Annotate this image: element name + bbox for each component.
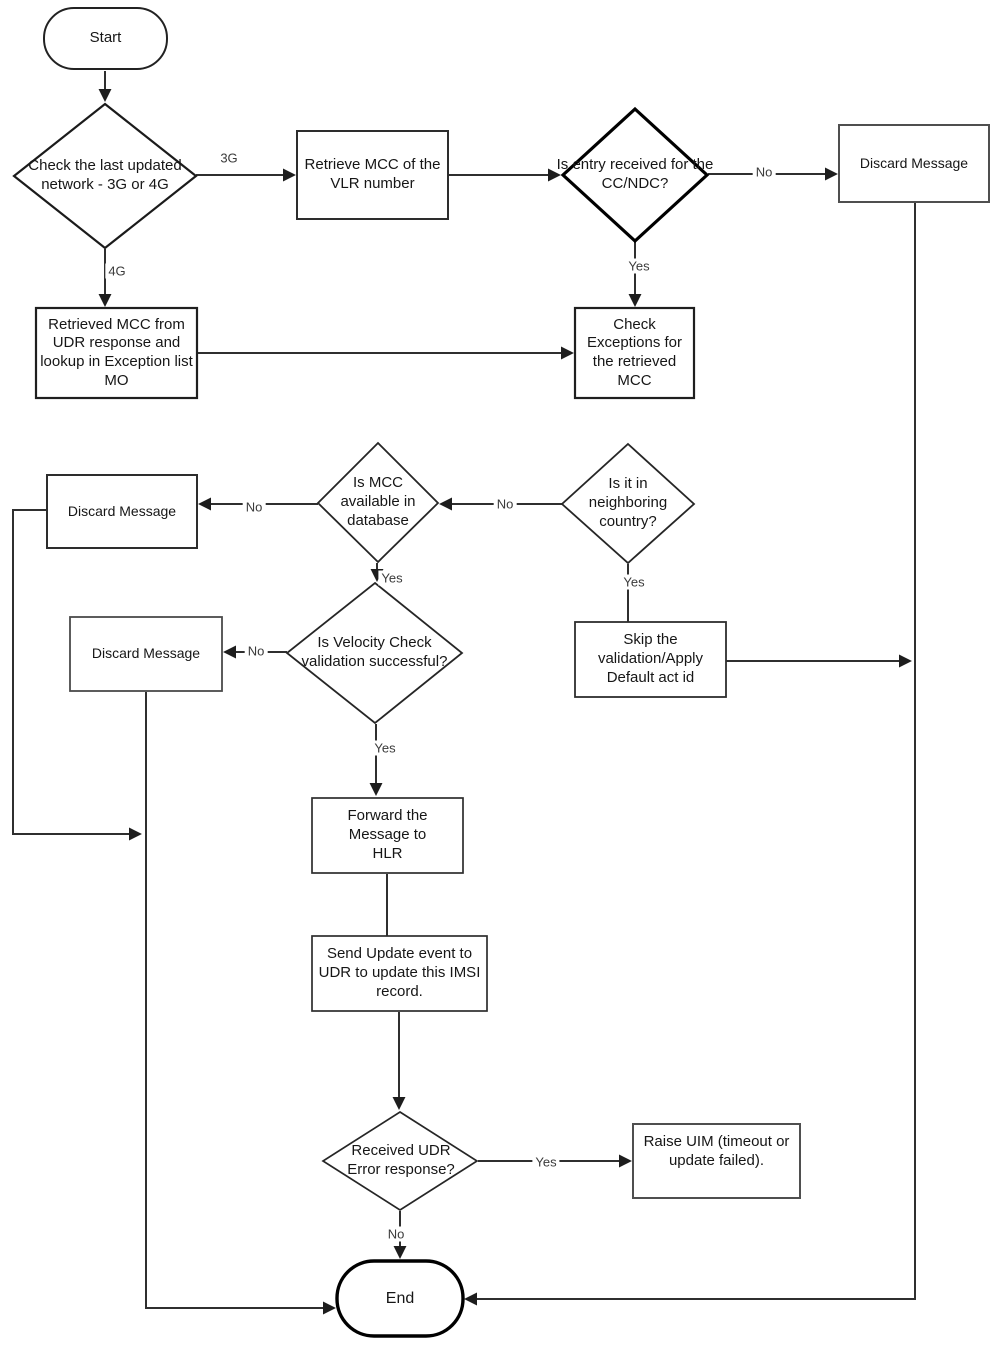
retrieved-mcc-udr-rect-shape bbox=[34, 306, 199, 400]
discard-message-1-rect-shape bbox=[838, 124, 990, 203]
discard-message-3-rect-shape bbox=[69, 616, 223, 692]
edge-discard1-to-end bbox=[464, 203, 916, 1306]
edge-label-udr-error-yes: Yes bbox=[532, 1154, 560, 1170]
forward-hlr-rect-shape bbox=[311, 797, 464, 874]
node-start: Start bbox=[89, 29, 122, 47]
entry-received-diamond-shape bbox=[560, 106, 710, 244]
node-udr-error: Received UDR Error response? bbox=[347, 1142, 455, 1178]
end-terminator-shape bbox=[335, 1259, 465, 1338]
node-retrieve-mcc: Retrieve MCC of the VLR number bbox=[304, 156, 441, 192]
edge-label-velocity-no: No bbox=[244, 643, 268, 659]
edge-label-neighboring-no: No bbox=[493, 496, 517, 512]
edge-label-4g: 4G bbox=[105, 263, 129, 279]
node-neighboring-country: Is it in neighboring country? bbox=[588, 475, 668, 530]
mcc-available-diamond-shape bbox=[316, 441, 440, 564]
edge-label-mcc-available-no: No bbox=[242, 499, 266, 515]
discard-message-2-rect-shape bbox=[46, 474, 198, 549]
edge-label-3g: 3G bbox=[217, 150, 241, 166]
edge-label-entry-received-yes: Yes bbox=[625, 258, 653, 274]
node-raise-uim: Raise UIM (timeout or update failed). bbox=[643, 1133, 790, 1169]
retrieve-mcc-rect-shape bbox=[296, 130, 449, 220]
node-retrieved-mcc-udr: Retrieved MCC from UDR response and look… bbox=[40, 315, 193, 389]
neighboring-country-diamond-shape bbox=[560, 442, 696, 565]
check-exceptions-rect-shape bbox=[573, 306, 696, 400]
node-mcc-available: Is MCC available in database bbox=[340, 474, 416, 529]
node-velocity-check: Is Velocity Check validation successful? bbox=[301, 634, 448, 670]
edge-label-velocity-yes: Yes bbox=[371, 740, 399, 756]
edge-label-entry-received-no: No bbox=[752, 164, 776, 180]
node-send-update: Send Update event to UDR to update this … bbox=[318, 945, 481, 1000]
node-discard-message-2: Discard Message bbox=[67, 502, 177, 519]
raise-uim-rect-shape bbox=[632, 1123, 801, 1199]
start-terminator-shape bbox=[43, 7, 168, 70]
velocity-check-diamond-shape bbox=[285, 581, 464, 725]
edge-discard3-to-end bbox=[145, 692, 336, 1315]
node-end: End bbox=[385, 1289, 415, 1307]
node-check-exceptions: Check Exceptions for the retrieved MCC bbox=[586, 315, 683, 389]
send-update-rect-shape bbox=[311, 935, 488, 1012]
edge-label-udr-error-no: No bbox=[384, 1226, 408, 1242]
edge-discard2-to-left-rail bbox=[12, 509, 142, 841]
node-entry-received: Is entry received for the CC/NDC? bbox=[556, 155, 714, 192]
node-forward-hlr: Forward the Message to HLR bbox=[347, 807, 428, 862]
node-discard-message-3: Discard Message bbox=[91, 645, 201, 662]
check-network-diamond-shape bbox=[12, 102, 198, 250]
node-check-network: Check the last updated network - 3G or 4… bbox=[28, 157, 182, 193]
node-skip-validation: Skip the validation/Apply Default act id bbox=[597, 631, 704, 686]
node-discard-message-1: Discard Message bbox=[859, 154, 969, 171]
udr-error-diamond-shape bbox=[321, 1110, 479, 1212]
edge-label-mcc-available-yes: Yes bbox=[378, 570, 406, 586]
edge-label-neighboring-yes: Yes bbox=[620, 574, 648, 590]
skip-validation-rect-shape bbox=[574, 621, 727, 698]
